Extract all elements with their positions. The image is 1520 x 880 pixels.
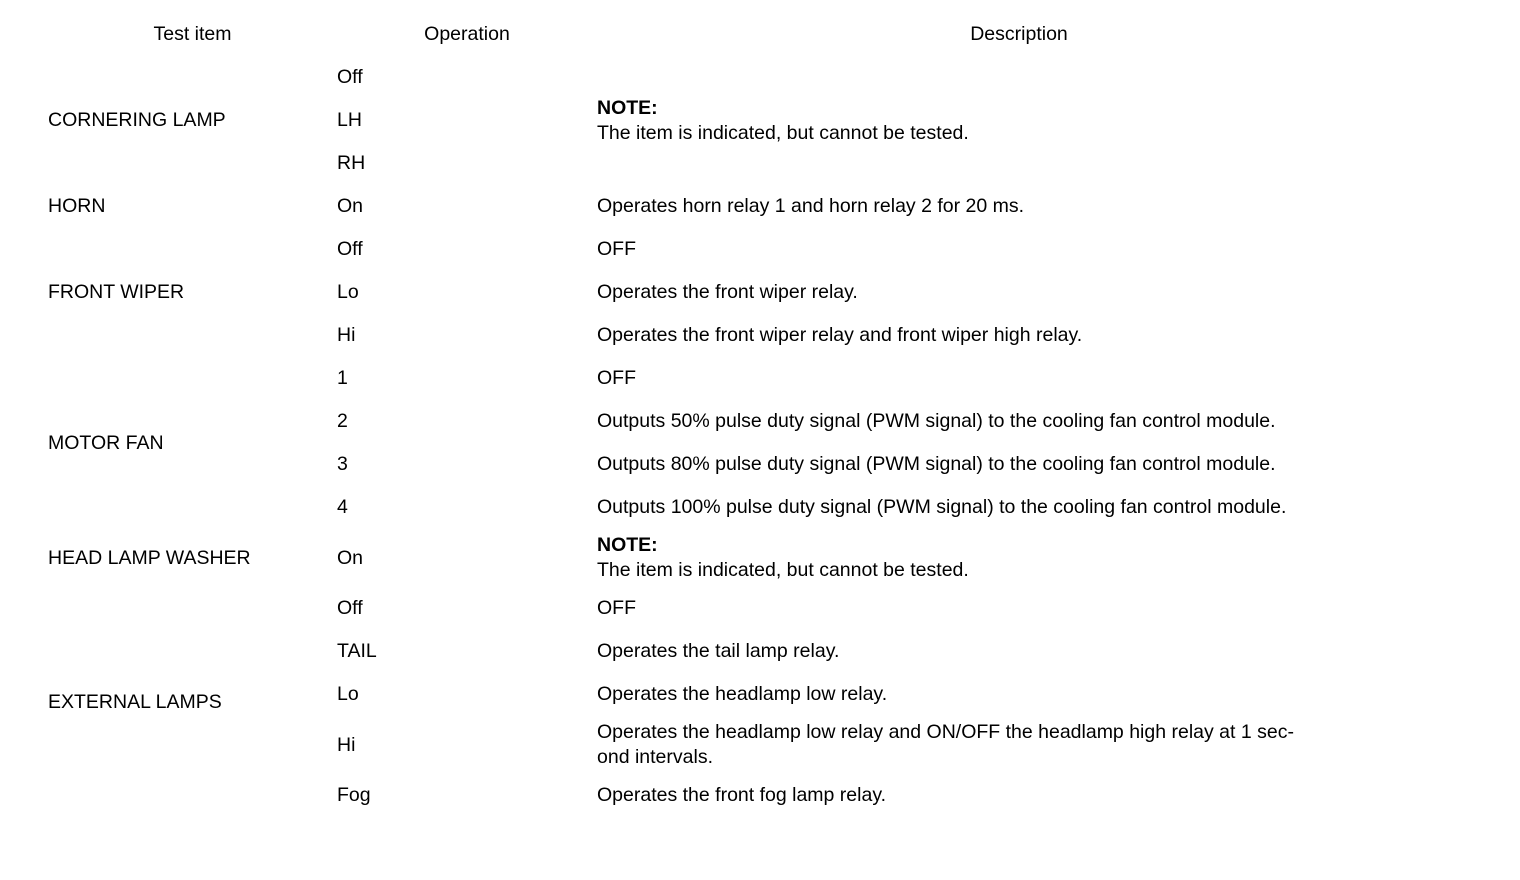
test-item-cell: HEAD LAMP WASHER (48, 546, 251, 569)
operation-cell: TAIL (337, 640, 377, 662)
table-body: CORNERING LAMP Off NOTE: The item is ind… (48, 56, 1441, 817)
table-row: FRONT WIPER Off OFF (48, 228, 1441, 303)
table-row: RH (48, 142, 1441, 185)
operation-cell: Off (337, 66, 363, 88)
table-row: 4 Outputs 100% pulse duty signal (PWM si… (48, 486, 1441, 529)
description-line-2: ond intervals. (597, 746, 713, 768)
note-body: The item is indicated, but cannot be tes… (597, 121, 969, 144)
table-row: Hi Operates the headlamp low relay and O… (48, 716, 1441, 774)
column-header-test-item: Test item (153, 23, 232, 45)
description-cell: NOTE: The item is indicated, but cannot … (597, 56, 1441, 185)
table-row: TAIL Operates the tail lamp relay. (48, 630, 1441, 673)
operation-cell: Lo (337, 281, 359, 303)
operation-cell: Lo (337, 683, 359, 705)
description-cell: OFF (597, 597, 636, 619)
operation-cell: Hi (337, 324, 356, 346)
table-row: EXTERNAL LAMPS Off OFF (48, 587, 1441, 713)
description-cell: Outputs 80% pulse duty signal (PWM signa… (597, 453, 1276, 475)
table-row: MOTOR FAN 1 OFF (48, 357, 1441, 454)
operation-cell: Off (337, 597, 363, 619)
description-cell: Operates the headlamp low relay. (597, 683, 888, 705)
table-row: HEAD LAMP WASHER On NOTE: The item is in… (48, 529, 1441, 587)
description-cell: OFF (597, 238, 636, 260)
test-item-cell: MOTOR FAN (48, 431, 164, 454)
spec-table-container: Test item Operation Description CORNERIN… (48, 12, 1441, 817)
operation-cell: 1 (337, 367, 348, 389)
description-cell: Operates the tail lamp relay. (597, 640, 840, 662)
table-row: 2 Outputs 50% pulse duty signal (PWM sig… (48, 400, 1441, 443)
test-item-cell: EXTERNAL LAMPS (48, 690, 222, 713)
description-cell: Operates horn relay 1 and horn relay 2 f… (597, 195, 1025, 217)
operation-cell: 3 (337, 453, 348, 475)
table-row: Fog Operates the front fog lamp relay. (48, 774, 1441, 817)
note-body: The item is indicated, but cannot be tes… (597, 559, 969, 581)
note-label: NOTE: (597, 96, 658, 119)
description-cell: Operates the front fog lamp relay. (597, 784, 887, 806)
description-cell: Operates the front wiper relay. (597, 281, 858, 303)
test-item-cell: CORNERING LAMP (48, 109, 226, 131)
column-header-description: Description (970, 23, 1068, 45)
header-row: Test item Operation Description (48, 12, 1441, 56)
operation-test-table: Test item Operation Description CORNERIN… (48, 12, 1441, 817)
description-cell: Operates the front wiper relay and front… (597, 324, 1083, 346)
operation-cell: 4 (337, 496, 348, 518)
description-cell: OFF (597, 367, 636, 389)
table-row: LH (48, 99, 1441, 142)
test-item-cell: FRONT WIPER (48, 281, 185, 303)
operation-cell: RH (337, 152, 366, 174)
operation-cell: On (337, 546, 364, 569)
table-row: 3 Outputs 80% pulse duty signal (PWM sig… (48, 443, 1441, 486)
operation-cell: LH (337, 109, 362, 131)
table-row: HORN On Operates horn relay 1 and horn r… (48, 185, 1441, 228)
note-label: NOTE: (597, 534, 658, 557)
operation-cell: Hi (337, 733, 356, 756)
description-cell: Outputs 50% pulse duty signal (PWM signa… (597, 410, 1276, 432)
description-cell: Operates the headlamp low relay and ON/O… (597, 716, 1441, 774)
operation-cell: Fog (337, 784, 371, 806)
operation-cell: 2 (337, 410, 348, 432)
table-row: CORNERING LAMP Off NOTE: The item is ind… (48, 56, 1441, 144)
table-row: Lo Operates the headlamp low relay. (48, 673, 1441, 716)
operation-cell: Off (337, 238, 363, 260)
table-row: Lo Operates the front wiper relay. (48, 271, 1441, 314)
test-item-cell: HORN (48, 195, 106, 217)
description-line-1: Operates the headlamp low relay and ON/O… (597, 720, 1294, 743)
description-cell: Outputs 100% pulse duty signal (PWM sign… (597, 496, 1287, 518)
table-row: Hi Operates the front wiper relay and fr… (48, 314, 1441, 357)
column-header-operation: Operation (424, 23, 510, 45)
operation-cell: On (337, 195, 364, 217)
table-header: Test item Operation Description (48, 12, 1441, 56)
description-cell: NOTE: The item is indicated, but cannot … (597, 529, 1441, 587)
